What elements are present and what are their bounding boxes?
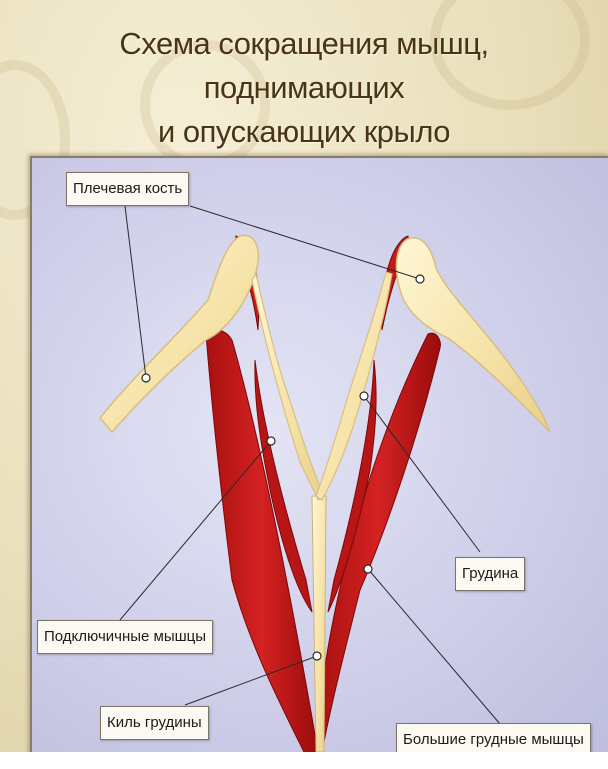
marker-subclavian	[267, 437, 275, 445]
marker-humerus-left	[142, 374, 150, 382]
sternal-keel	[312, 496, 326, 752]
leader-humerus-left	[125, 206, 146, 378]
label-humerus: Плечевая кость	[66, 172, 189, 206]
label-subclavian-muscles: Подключичные мышцы	[37, 620, 213, 654]
bottom-strip	[0, 752, 608, 769]
marker-sternum	[360, 392, 368, 400]
marker-pectoral	[364, 565, 372, 573]
marker-keel	[313, 652, 321, 660]
leader-pectoral	[368, 569, 500, 724]
marker-humerus-right	[416, 275, 424, 283]
label-sternal-keel: Киль грудины	[100, 706, 209, 740]
right-pectoral-muscle	[316, 333, 440, 752]
left-pectoral-muscle	[206, 330, 318, 756]
label-sternum: Грудина	[455, 557, 525, 591]
